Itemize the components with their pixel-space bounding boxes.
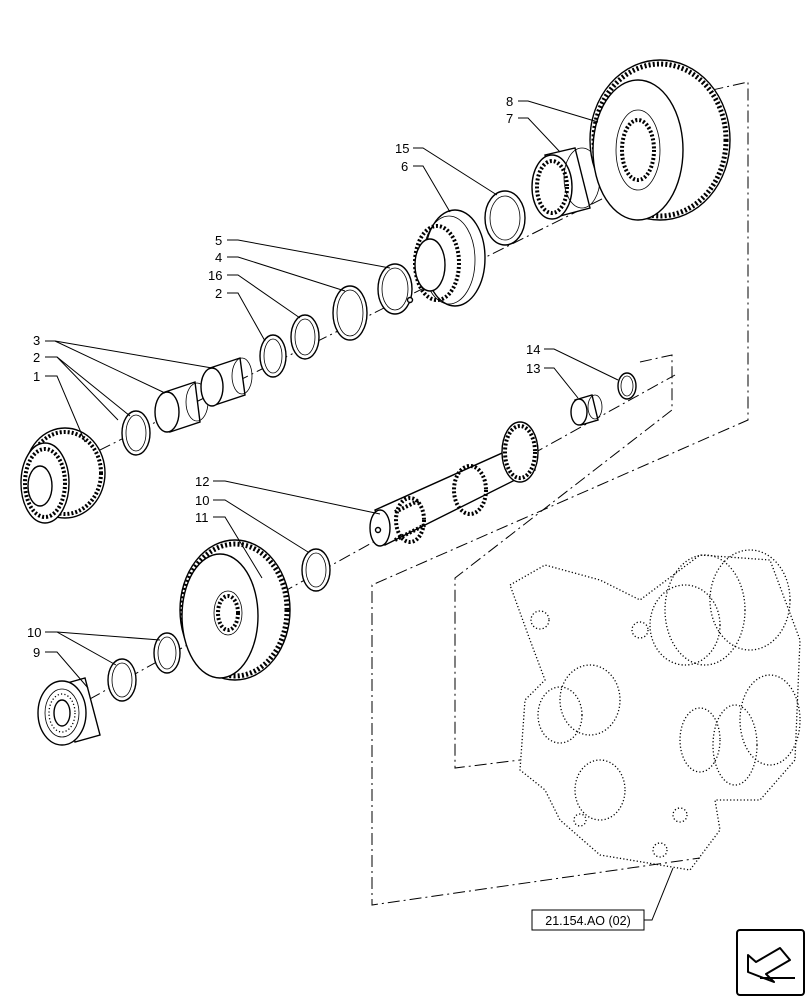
part-2-snap-ring-left [121, 410, 151, 456]
callout-2-left: 2 [33, 350, 40, 365]
part-13-needle-bearing-small [570, 394, 603, 426]
part-1-sliding-sleeve [20, 427, 106, 524]
callout-9: 9 [33, 645, 40, 660]
part-10-circlip-mid [153, 632, 181, 674]
assembly-line-inner [454, 354, 673, 769]
callout-7: 7 [506, 111, 513, 126]
reference-label: 21.154.AO (02) [545, 914, 630, 928]
callout-12: 12 [195, 474, 209, 489]
part-14-snap-ring-small [617, 372, 637, 400]
part-7-needle-bearing [531, 147, 601, 220]
callout-11: 11 [195, 510, 209, 525]
callout-16: 16 [208, 268, 222, 283]
part-4-ring [332, 285, 368, 341]
leader-lines [45, 100, 674, 921]
part-9-ball-bearing [37, 677, 101, 746]
callout-15: 15 [395, 141, 409, 156]
reference-box[interactable]: 21.154.AO (02) [531, 909, 645, 931]
callout-3: 3 [33, 333, 40, 348]
transmission-housing-icon [509, 549, 801, 871]
callout-13: 13 [526, 361, 540, 376]
part-8-large-gear [589, 59, 731, 221]
callout-14: 14 [526, 342, 540, 357]
callout-4: 4 [215, 250, 222, 265]
part-15-ring [484, 190, 526, 246]
callout-6: 6 [401, 159, 408, 174]
callout-2-right: 2 [215, 286, 222, 301]
part-2-snap-ring-right [259, 334, 287, 378]
part-10-circlip-lower [107, 658, 137, 702]
callout-10-upper: 10 [195, 493, 209, 508]
callout-5: 5 [215, 233, 222, 248]
part-10-circlip-upper [301, 548, 331, 592]
part-11-gear [179, 539, 291, 681]
part-12-shaft [369, 421, 539, 547]
callout-1: 1 [33, 369, 40, 384]
assembly-line-outer [371, 81, 749, 906]
part-3-bushing-b [200, 357, 253, 407]
callout-8: 8 [506, 94, 513, 109]
callout-10-lower: 10 [27, 625, 41, 640]
part-6-synchro-hub [413, 209, 486, 307]
arrow-icon[interactable] [736, 929, 805, 996]
part-16-ring [290, 314, 320, 360]
part-3-bushing-a [154, 381, 209, 433]
part-5-circlip [377, 263, 414, 315]
